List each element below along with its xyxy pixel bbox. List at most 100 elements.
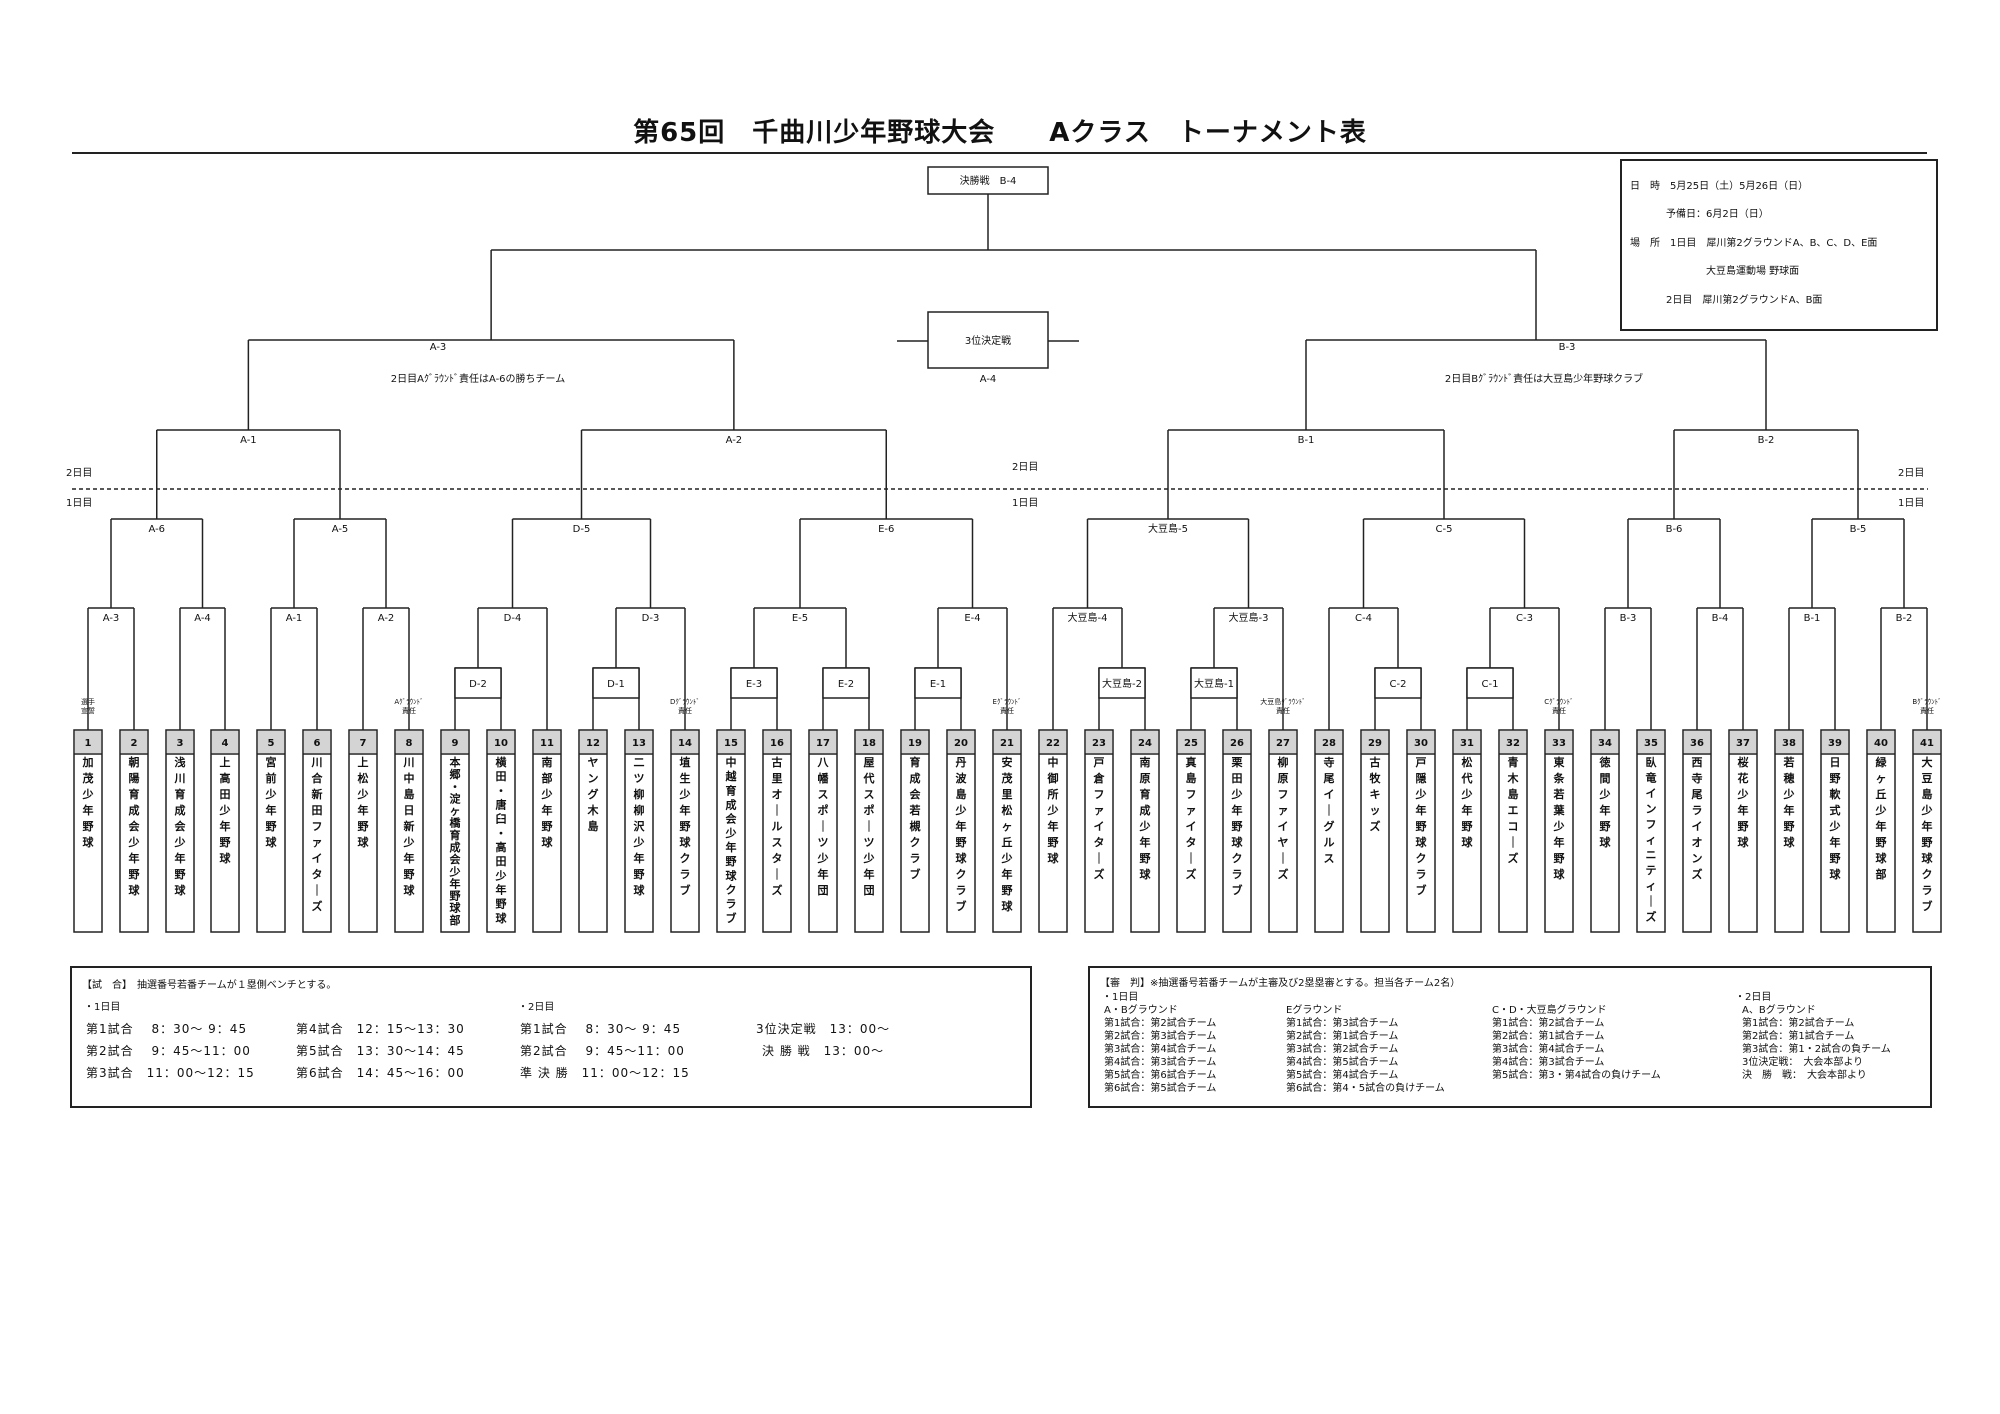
third-place-code: A-4	[980, 374, 997, 385]
d1-game3: 第3試合 11：00～12：15	[86, 1066, 255, 1080]
umpire-line: 第1試合：第2試合チーム	[1742, 1018, 1855, 1029]
team-name-char: 野	[175, 868, 186, 881]
team-box	[440, 729, 470, 933]
team-number-cell	[212, 731, 238, 753]
team-name-char: 野	[1738, 820, 1749, 833]
team-name-char: 団	[864, 883, 875, 897]
team-box	[1774, 729, 1804, 933]
team-name-char: 部	[450, 913, 461, 927]
team-name-char: ｜	[1646, 894, 1657, 908]
team-name-char: 島	[1922, 787, 1933, 801]
match-code: C-1	[1482, 679, 1499, 690]
team-name-char: ッ	[1370, 804, 1381, 817]
team-number: 1	[85, 738, 92, 749]
team-name-char: ズ	[312, 899, 323, 913]
team-name-char: 少	[219, 803, 231, 817]
d2-semifinal: 準 決 勝 11：00～12：15	[520, 1066, 690, 1080]
team-box	[900, 729, 930, 933]
team-name-char: ・	[496, 784, 507, 797]
team-name-char: 竜	[1646, 770, 1657, 784]
team-number: 24	[1138, 738, 1152, 749]
team-name-char: 球	[220, 851, 232, 865]
match-code: A-1	[286, 613, 303, 624]
team-name-char: グ	[588, 787, 599, 801]
umpire-line: A・Bグラウンド	[1104, 1005, 1178, 1016]
match-box	[592, 667, 640, 699]
team-name-char: 二	[634, 756, 645, 769]
umpire-heading: 【審 判】※抽選番号若番チームが主審及び2塁塁審とする。担当各チーム2名）	[1100, 978, 1461, 989]
team-name-char: ズ	[1094, 867, 1105, 881]
team-name-char: 年	[818, 867, 829, 881]
team-name-char: 球	[1554, 867, 1566, 881]
team-name-char: フ	[1186, 788, 1197, 801]
team-name-char: エ	[1508, 804, 1519, 817]
match-code: A-2	[378, 613, 395, 624]
team-box	[1452, 729, 1482, 933]
team-name-char: 宮	[266, 755, 277, 769]
team-name-char: 球	[1738, 835, 1750, 849]
team-name-char: ｜	[772, 803, 783, 817]
team-name-char: 柳	[634, 787, 645, 801]
day2-label-right: 2日目	[1898, 468, 1924, 479]
team-name-char: 球	[1048, 851, 1060, 865]
team-box	[1728, 729, 1758, 933]
team-name-char: 育	[726, 783, 737, 797]
team-name-char: イ	[1692, 820, 1703, 833]
team-name-char: ィ	[1646, 833, 1657, 846]
match-code: D-4	[504, 613, 522, 624]
team-name-char: 高	[220, 771, 231, 785]
team-name-char: 成	[450, 840, 461, 854]
team-name-char: 沢	[634, 819, 646, 833]
team-name-char: 育	[910, 755, 921, 769]
team-number: 13	[632, 738, 646, 749]
team-name-char: 横	[496, 755, 508, 769]
team-name-char: 松	[1462, 755, 1473, 769]
team-name-char: ズ	[772, 883, 783, 897]
team-name-char: 少	[265, 787, 277, 801]
team-name-char: 野	[1784, 820, 1795, 833]
team-name-char: 年	[1462, 803, 1473, 817]
team-name-char: ン	[1646, 802, 1657, 815]
team-name-char: 中	[726, 755, 737, 769]
team-name-char: 少	[128, 835, 140, 849]
team-name-char: 生	[680, 771, 691, 785]
d2-final: 決 勝 戦 13：00～	[762, 1044, 885, 1058]
team-name-char: フ	[1646, 818, 1657, 831]
umpire-line: 第2試合：第1試合チーム	[1492, 1031, 1605, 1042]
team-number-cell	[167, 731, 193, 753]
d1-game2: 第2試合 9：45～11：00	[86, 1044, 251, 1058]
team-name-char: 球	[1600, 835, 1612, 849]
match-code: A-3	[103, 613, 120, 624]
team-name-char: 成	[129, 803, 140, 817]
team-name-char: 成	[175, 803, 186, 817]
team-number: 34	[1598, 738, 1612, 749]
team-name-char: 田	[496, 770, 507, 783]
team-name-char: 新	[312, 787, 323, 801]
team-name-char: 陽	[129, 771, 140, 785]
team-number-cell	[856, 731, 882, 753]
third-place-label: 3位決定戦	[965, 334, 1011, 347]
team-name-char: 栗	[1232, 756, 1243, 769]
team-box	[1866, 729, 1896, 933]
team-name-char: タ	[312, 868, 323, 881]
umpire-line: Eグラウンド	[1286, 1005, 1343, 1016]
team-name-char: ァ	[1186, 804, 1197, 817]
team-name-char: 会	[175, 819, 187, 833]
team-name-char: フ	[1278, 788, 1289, 801]
team-name-char: 少	[82, 787, 94, 801]
match-code: B-6	[1666, 524, 1683, 535]
match-code: D-3	[642, 613, 660, 624]
match-code: 大豆島-2	[1102, 677, 1142, 690]
team-number-cell	[121, 731, 147, 753]
match-code: E-2	[838, 679, 854, 690]
team-name-char: ブ	[1232, 883, 1243, 897]
team-name-char: 年	[175, 851, 186, 865]
team-box	[1314, 729, 1344, 933]
team-number-cell	[396, 731, 422, 753]
